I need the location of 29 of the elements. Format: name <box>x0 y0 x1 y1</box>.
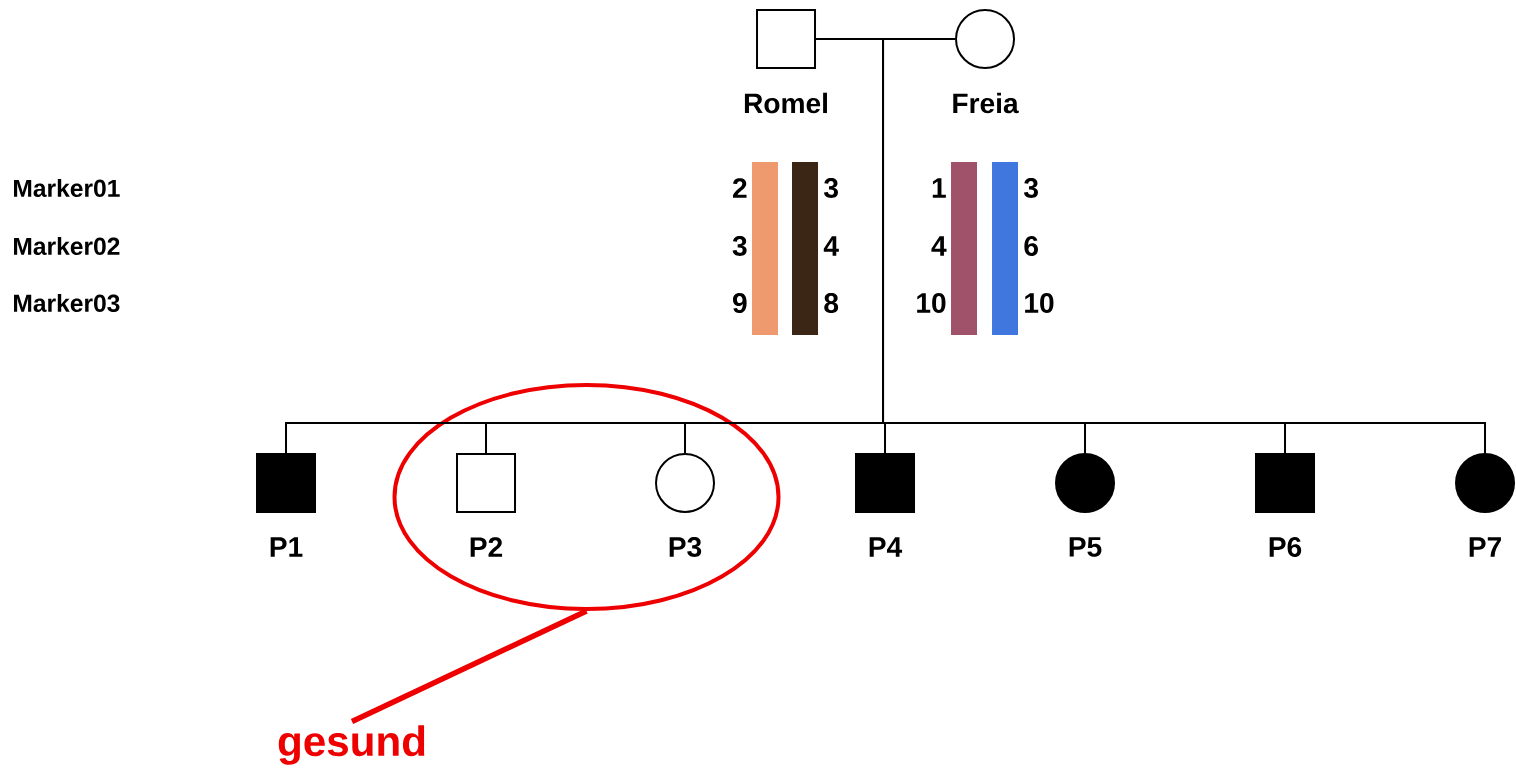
person-name: P6 <box>1269 537 1302 557</box>
allele-number: 8 <box>824 293 839 313</box>
allele-number: 9 <box>733 293 747 313</box>
person-name: P3 <box>669 537 702 557</box>
allele-number: 6 <box>1024 236 1038 256</box>
allele-number: 2 <box>733 178 747 198</box>
connector-line <box>815 38 956 40</box>
person-name: P2 <box>470 537 503 557</box>
allele-number: 10 <box>1025 293 1054 313</box>
person-name: P5 <box>1069 537 1102 557</box>
person-name: P1 <box>270 537 303 557</box>
highlight-ellipse <box>392 383 781 611</box>
connector-line <box>350 608 588 724</box>
person-name: Romel <box>744 92 827 114</box>
marker-label: Marker01 <box>14 178 120 198</box>
allele-number: 4 <box>823 236 839 256</box>
annotation-text: gesund <box>278 725 425 765</box>
allele-number: 3 <box>824 178 838 198</box>
marker-label: Marker03 <box>14 293 120 313</box>
allele-number: 4 <box>931 236 947 256</box>
allele-number: 3 <box>1024 178 1038 198</box>
marker-label: Marker02 <box>14 236 120 256</box>
person-name: Freia <box>953 92 1019 114</box>
allele-number: 1 <box>932 178 946 198</box>
allele-number: 10 <box>917 293 946 313</box>
allele-number: 3 <box>732 236 747 256</box>
person-name: P7 <box>1469 537 1501 557</box>
person-name: P4 <box>869 537 903 557</box>
descent-line <box>882 38 1486 454</box>
